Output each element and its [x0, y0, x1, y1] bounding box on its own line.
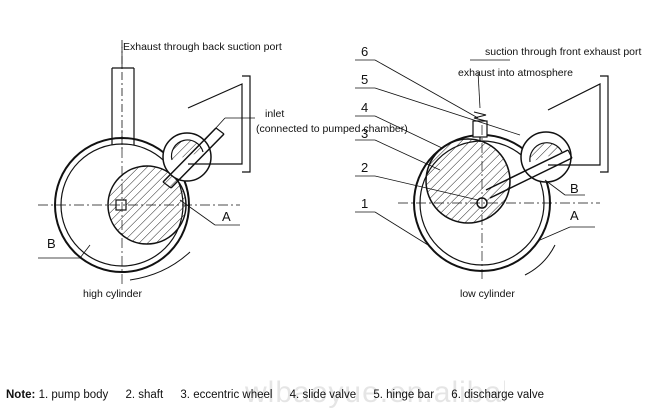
high-letter-b: B [47, 236, 56, 251]
low-letter-b: B [570, 181, 579, 196]
high-exhaust-label: Exhaust through back suction port [123, 41, 282, 53]
inlet-label: inlet [265, 108, 284, 120]
low-cylinder-exhaust-duct [547, 75, 609, 173]
note-title: Note: [6, 389, 36, 401]
watermark: wlbaoyue.en.alibaba [245, 376, 505, 409]
part-number-5: 5 [361, 72, 368, 87]
high-cylinder-caption: high cylinder [83, 288, 142, 300]
low-cylinder-drawing [355, 59, 609, 282]
high-cylinder-rotation-arrow [129, 251, 191, 281]
part-number-1: 1 [361, 196, 368, 211]
part-number-3: 3 [361, 126, 368, 141]
part-number-4: 4 [361, 100, 368, 115]
note-item-pump-body: 1. pump body [38, 389, 109, 401]
inlet-sub-label: (connected to pumped chamber) [256, 123, 408, 135]
high-letter-a: A [222, 209, 231, 224]
note-item-slide-valve: 4. slide valve [289, 389, 357, 401]
atmosphere-label: exhaust into atmosphere [458, 67, 573, 79]
note-item-shaft: 2. shaft [125, 389, 164, 401]
low-cylinder-eccentric-wheel [425, 138, 511, 224]
high-cylinder-slide-valve [162, 127, 225, 189]
high-cylinder-drawing [38, 40, 255, 285]
high-cylinder-inlet-duct [187, 75, 251, 173]
note-item-discharge-valve: 6. discharge valve [451, 389, 544, 401]
part-number-2: 2 [361, 160, 368, 175]
suction-label: suction through front exhaust port [485, 46, 642, 58]
note-item-hinge-bar: 5. hinge bar [373, 389, 435, 401]
parts-note: Note: 1. pump body 2. shaft 3. eccentric… [6, 389, 666, 407]
low-cylinder-discharge-valve [472, 111, 488, 142]
exhaust-pipe [111, 40, 135, 150]
part-number-6: 6 [361, 44, 368, 59]
low-cylinder-caption: low cylinder [460, 288, 515, 300]
note-item-eccentric-wheel: 3. eccentric wheel [180, 389, 273, 401]
part-leader-lines [355, 59, 595, 246]
low-cylinder-rotation-arrow [524, 244, 556, 276]
low-letter-a: A [570, 208, 579, 223]
